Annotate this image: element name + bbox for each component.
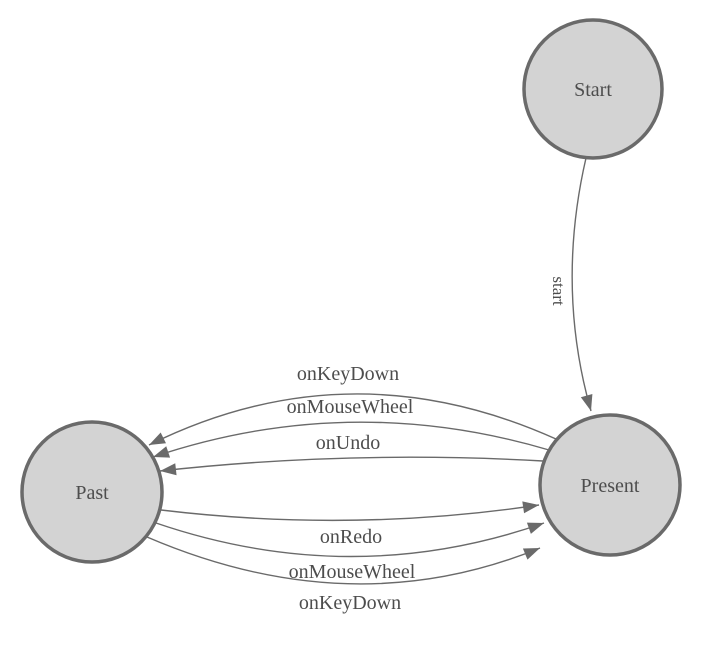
edge-past-to-present-onkeydown-path — [146, 536, 541, 585]
node-past: Past — [20, 420, 164, 564]
edge-past-to-present-onkeydown: onKeyDown — [146, 536, 541, 614]
edge-past-to-present-onmousewheel-path — [155, 522, 545, 558]
node-past-circle — [20, 420, 164, 564]
edge-present-to-past-onmousewheel: onMouseWheel — [152, 396, 550, 458]
edge-present-to-past-onkeydown-path — [148, 393, 557, 446]
node-present-circle — [538, 413, 682, 557]
node-present: Present — [538, 413, 682, 557]
edge-start-to-present: start — [549, 157, 593, 412]
edge-past-to-present-onmousewheel: onMouseWheel — [155, 522, 545, 583]
edge-present-to-past-onundo-path — [159, 456, 544, 476]
node-past-label: Past — [75, 482, 109, 504]
edge-present-to-past-onundo: onUndo — [159, 432, 544, 476]
edge-label-start: start — [549, 276, 568, 306]
node-start-label: Start — [574, 79, 612, 101]
edge-label-onredo: onRedo — [320, 526, 382, 548]
edge-present-to-past-onkeydown: onKeyDown — [148, 363, 557, 446]
node-start: Start — [522, 18, 664, 160]
node-start-circle — [522, 18, 664, 160]
edge-past-to-present-onredo: onRedo — [160, 501, 540, 548]
edge-start-to-present-path — [571, 157, 593, 412]
node-present-label: Present — [581, 475, 640, 497]
edge-label-onundo: onUndo — [316, 432, 380, 454]
edge-label-onmousewheel-top: onMouseWheel — [287, 396, 414, 418]
edge-label-onkeydown-bottom: onKeyDown — [299, 592, 401, 614]
edge-label-onkeydown-top: onKeyDown — [297, 363, 399, 385]
edge-past-to-present-onredo-path — [160, 501, 540, 522]
edge-label-onmousewheel-bottom: onMouseWheel — [289, 561, 416, 583]
edge-present-to-past-onmousewheel-path — [152, 421, 550, 458]
